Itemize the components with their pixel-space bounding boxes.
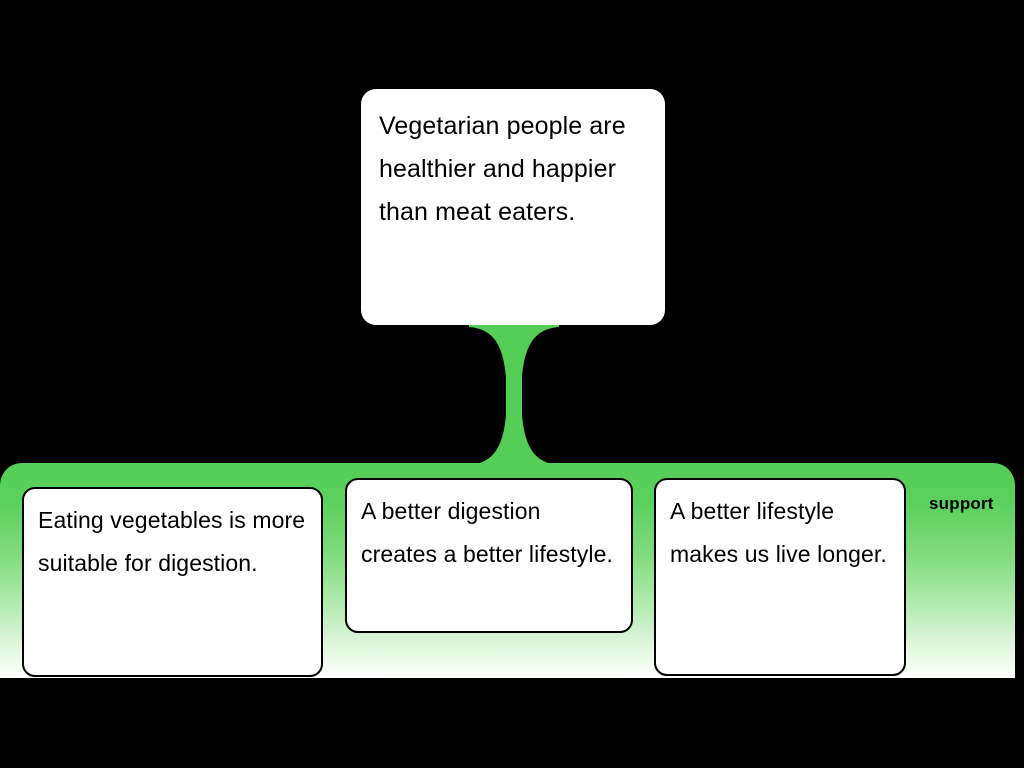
claim-text: Vegetarian people are healthier and happ… (379, 112, 626, 226)
premise-node-3[interactable]: A better lifestyle makes us live longer. (654, 478, 906, 676)
claim-node[interactable]: Vegetarian people are healthier and happ… (361, 89, 665, 325)
premise-text-3: A better lifestyle makes us live longer. (670, 498, 887, 567)
support-relation-label: support (929, 494, 994, 513)
support-connector-shape (469, 322, 559, 470)
support-connector (469, 322, 559, 470)
premise-text-1: Eating vegetables is more suitable for d… (38, 507, 306, 576)
premise-text-2: A better digestion creates a better life… (361, 498, 613, 567)
premise-node-1[interactable]: Eating vegetables is more suitable for d… (22, 487, 323, 677)
premise-node-2[interactable]: A better digestion creates a better life… (345, 478, 633, 633)
